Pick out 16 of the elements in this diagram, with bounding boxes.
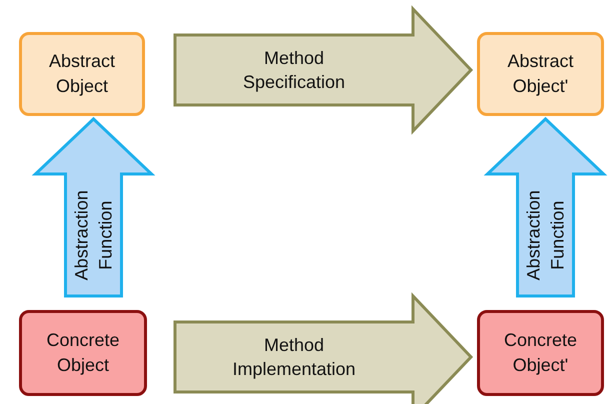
node-label: Concrete Object — [45, 328, 121, 377]
block-arrow — [484, 116, 608, 298]
node-label: Concrete Object' — [502, 328, 578, 377]
object-box — [477, 310, 604, 396]
block-arrow — [32, 116, 156, 298]
object-box — [19, 32, 145, 116]
edge-label: Method Specification — [242, 46, 346, 94]
object-box — [19, 310, 147, 396]
edge-label: Abstraction Function — [522, 188, 568, 282]
edge-label: Abstraction Function — [70, 188, 116, 282]
block-arrow — [174, 292, 474, 404]
block-arrow — [174, 5, 474, 135]
object-box — [477, 32, 604, 116]
node-label: Abstract Object' — [506, 50, 575, 98]
node-label: Abstract Object — [48, 50, 116, 98]
edge-label: Method Implementation — [231, 334, 357, 381]
